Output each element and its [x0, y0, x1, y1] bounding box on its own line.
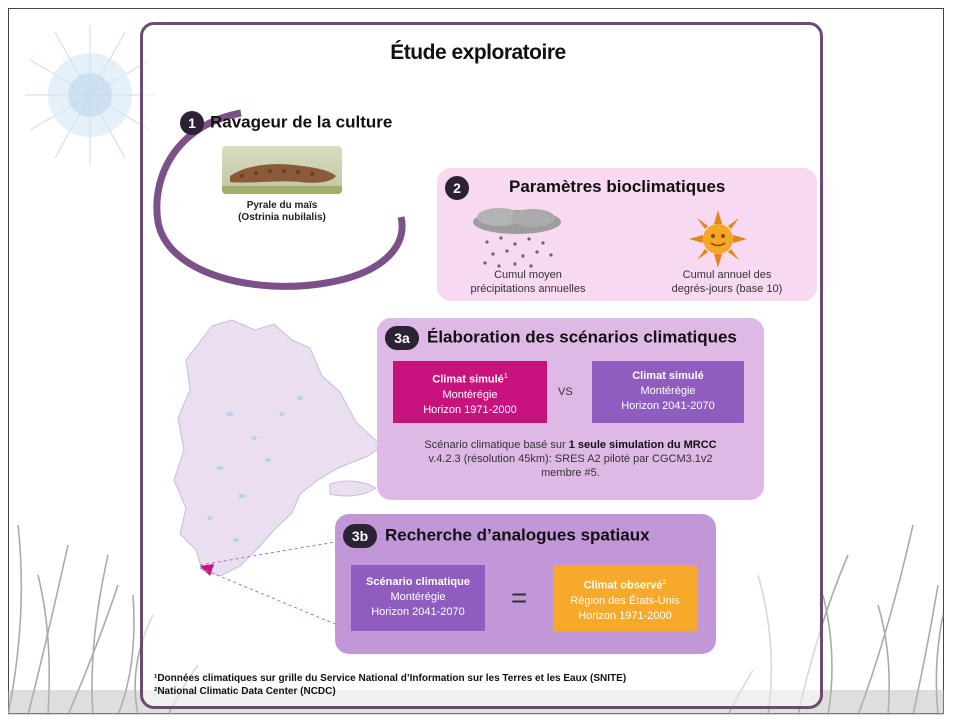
section3a-title: Élaboration des scénarios climatiques — [427, 327, 737, 347]
page-title: Étude exploratoire — [390, 41, 566, 64]
footnotes: ¹Données climatiques sur grille du Servi… — [154, 672, 626, 698]
section3b-number: 3b — [343, 524, 377, 548]
section3a-heading: 3a Élaboration des scénarios climatiques — [385, 326, 737, 350]
section2-heading: 2 Paramètres bioclimatiques — [445, 176, 725, 200]
section2-title: Paramètres bioclimatiques — [509, 177, 726, 197]
section2-number: 2 — [445, 176, 469, 200]
species-label: Pyrale du maïs (Ostrinia nubilalis) — [238, 200, 326, 223]
section2-box: 2 Paramètres bioclimatiques Cumul moyen p… — [437, 168, 817, 301]
rain-cloud-icon — [473, 208, 561, 268]
sun-icon — [689, 210, 747, 268]
climate-scenario-box: Scénario climatique Montérégie Horizon 2… — [351, 565, 485, 631]
slide-border — [8, 8, 944, 714]
section1-title: Ravageur de la culture — [210, 112, 393, 132]
observed-climate-box: Climat observé2 Région des États-Unis Ho… — [553, 565, 697, 631]
caterpillar-image — [222, 146, 342, 194]
section3a-number: 3a — [385, 326, 419, 350]
section1-ellipse — [153, 109, 406, 290]
param2-label: Cumul annuel des degrés-jours (base 10) — [671, 269, 783, 295]
simulated-climate-reference-box: Climat simulé1 Montérégie Horizon 1971-2… — [393, 361, 547, 423]
quebec-map — [173, 319, 383, 577]
section1-heading: 1 Ravageur de la culture — [180, 111, 392, 135]
section3b-box: 3b Recherche d’analogues spatiaux Scénari… — [335, 514, 716, 654]
section3b-title: Recherche d’analogues spatiaux — [385, 525, 650, 545]
map-connector — [200, 541, 336, 625]
dandelion-decoration — [25, 25, 155, 165]
section1-number: 1 — [180, 111, 204, 135]
section3b-heading: 3b Recherche d’analogues spatiaux — [343, 524, 650, 548]
simulated-climate-future-box: Climat simulé Montérégie Horizon 2041-20… — [592, 361, 744, 423]
vs-label: VS — [558, 386, 573, 398]
param1-label: Cumul moyen précipitations annuelles — [470, 269, 586, 295]
equals-sign: = — [511, 582, 528, 613]
footnote-1: ¹Données climatiques sur grille du Servi… — [154, 673, 627, 684]
footnote-2: ²National Climatic Data Center (NCDC) — [154, 686, 336, 697]
scenario-description: Scénario climatique basé sur 1 seule sim… — [424, 439, 717, 479]
